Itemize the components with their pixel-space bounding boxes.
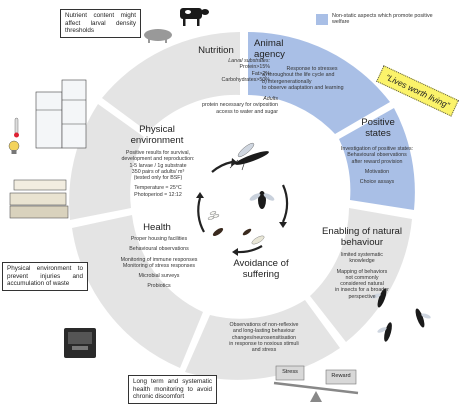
nutrition-title: Nutrition (198, 45, 234, 56)
agency-title-line1: Animal (254, 38, 284, 49)
adult-fly-icon (229, 142, 269, 171)
physical-line7: Photoperiod ≈ 12:12 (134, 191, 182, 198)
physical-environment-note: Physical environment to prevent injuries… (2, 262, 88, 291)
nutrition-carbohydrates: Carbohydrates>50% (221, 76, 270, 83)
physical-line6: Temperature ≈ 25°C (134, 185, 182, 192)
nutrition-substrates-label: Larval substrates: (228, 58, 270, 64)
agency-title: Animal agency (254, 38, 310, 60)
health-line5: Microbial surveys (138, 273, 180, 280)
natural-title: Enabling of natural behaviour (316, 226, 408, 248)
natural-line2: knowledge (349, 258, 375, 265)
monitoring-device-icon (64, 328, 96, 358)
physical-title-line1: Physical (139, 124, 175, 135)
physical-body: Positive results for survival, developme… (110, 150, 206, 198)
health-line4: Monitoring of stress responses (122, 262, 196, 269)
suffering-line2: and long-lasting behaviour (232, 328, 296, 335)
physical-line2: development and reproduction: (121, 156, 195, 163)
natural-title-line1: Enabling of (321, 226, 370, 237)
positive-title-line1: Positive (361, 117, 395, 128)
physical-line4: 350 pairs of adults/ m³ (131, 168, 185, 175)
reward-label: Reward (331, 373, 351, 379)
rearing-cage-icon (35, 79, 87, 149)
suffering-line5: and stress (251, 347, 277, 354)
positive-line5: Choice assays (359, 179, 395, 186)
nutrition-body: Larval substrates: Protein>15% Fat>2% Ca… (170, 58, 270, 83)
legend-text: Non-static aspects which promote positiv… (332, 13, 433, 26)
agency-body: Response to stresses a) throughout the l… (262, 66, 362, 91)
health-line3: Monitoring of immune responses (120, 256, 198, 263)
positive-title-line2: states (365, 128, 391, 139)
segment-health (72, 215, 203, 368)
suffering-body: Observations of non-reflexive and long-l… (212, 322, 316, 353)
segment-physical-environment (69, 104, 144, 220)
emerging-fly-icon (249, 191, 275, 209)
segment-nutrition (102, 32, 240, 132)
positive-body: Investigation of positive states: Behavi… (333, 146, 421, 185)
nutrient-note: Nutrient content might affect larval den… (60, 9, 141, 38)
natural-line4: not commonly (345, 274, 379, 281)
segment-natural-behaviour (310, 208, 412, 342)
nutrition-adults-line2: access to water and sugar (216, 108, 278, 115)
segment-animal-agency (248, 32, 390, 134)
suffering-title-line1: Avoidance (233, 258, 278, 269)
stress-reward-scale (273, 365, 359, 402)
suffering-title-line2: of suffering (242, 258, 289, 280)
natural-line3: Mapping of behaviors (336, 268, 388, 275)
suffering-line4: in response to noxious stimuli (229, 340, 299, 347)
nutrition-adults-label: Adults (263, 96, 278, 102)
agency-item-c: to observe adaptation and learning (262, 84, 344, 91)
physical-line1: Positive results for survival, (125, 150, 191, 156)
segment-avoidance-suffering (185, 300, 340, 380)
segment-positive-states (339, 108, 415, 210)
life-cycle-arrowheads (196, 158, 287, 256)
suffering-line3: changes/neurosensitisation (231, 334, 297, 341)
nutrition-protein: Protein>15% (239, 64, 270, 71)
suffering-title: Avoidance of suffering (228, 258, 294, 280)
positive-line2: Behavioural observations (347, 152, 407, 159)
natural-line1: limited systematic (341, 252, 383, 258)
thermometer-icon (14, 117, 19, 138)
positive-line4: Motivation (364, 168, 390, 175)
lightbulb-icon (8, 140, 20, 154)
eggs-icon (207, 211, 220, 220)
physical-title: Physical environment (118, 124, 196, 146)
nutrition-adults: Adults protein necessary for oviposition… (148, 96, 278, 115)
health-monitoring-note: Long term and systematic health monitori… (128, 375, 217, 404)
life-cycle-arrows (197, 160, 289, 254)
physical-line5: (tested only for BSF) (133, 175, 183, 182)
health-title: Health (143, 222, 171, 233)
agency-title-line2: agency (254, 49, 285, 60)
natural-title-line2: natural behaviour (340, 226, 403, 248)
pig-icon (144, 29, 172, 43)
health-body: Proper housing facilities Behavioural ob… (110, 236, 208, 290)
cow-icon (180, 8, 209, 26)
larva-icon (251, 235, 265, 245)
adult-flies-icon (371, 288, 431, 342)
stress-label: Stress (282, 369, 298, 375)
natural-body: limited systematic knowledge Mapping of … (320, 252, 404, 300)
natural-line5: considered natural (340, 281, 384, 288)
nutrition-adults-line1: protein necessary for oviposition (202, 102, 278, 109)
physical-title-line2: environment (130, 135, 184, 146)
physical-line3: 1-5 larvae / 1g substrate (129, 162, 187, 169)
natural-line7: perspective (348, 293, 376, 300)
legend-swatch (316, 14, 328, 25)
agency-item-b: b) intergenerationally (262, 78, 312, 85)
positive-title: Positive states (348, 117, 408, 139)
pupa-icon (212, 228, 252, 236)
suffering-line1: Observations of non-reflexive (229, 322, 299, 328)
agency-intro: Response to stresses (286, 66, 338, 72)
positive-line3: after reward provision (351, 158, 403, 165)
health-line2: Behavioural observations (129, 246, 189, 253)
positive-line1: Investigation of positive states: (340, 146, 414, 152)
health-line1: Proper housing facilities (130, 236, 188, 242)
natural-line6: in insects for a broader (335, 287, 389, 294)
rearing-trays-icon (9, 179, 69, 219)
health-line6: Probiotics (147, 283, 171, 290)
nutrition-fat: Fat>2% (251, 70, 270, 77)
agency-item-a: a) throughout the life cycle and (262, 72, 335, 79)
